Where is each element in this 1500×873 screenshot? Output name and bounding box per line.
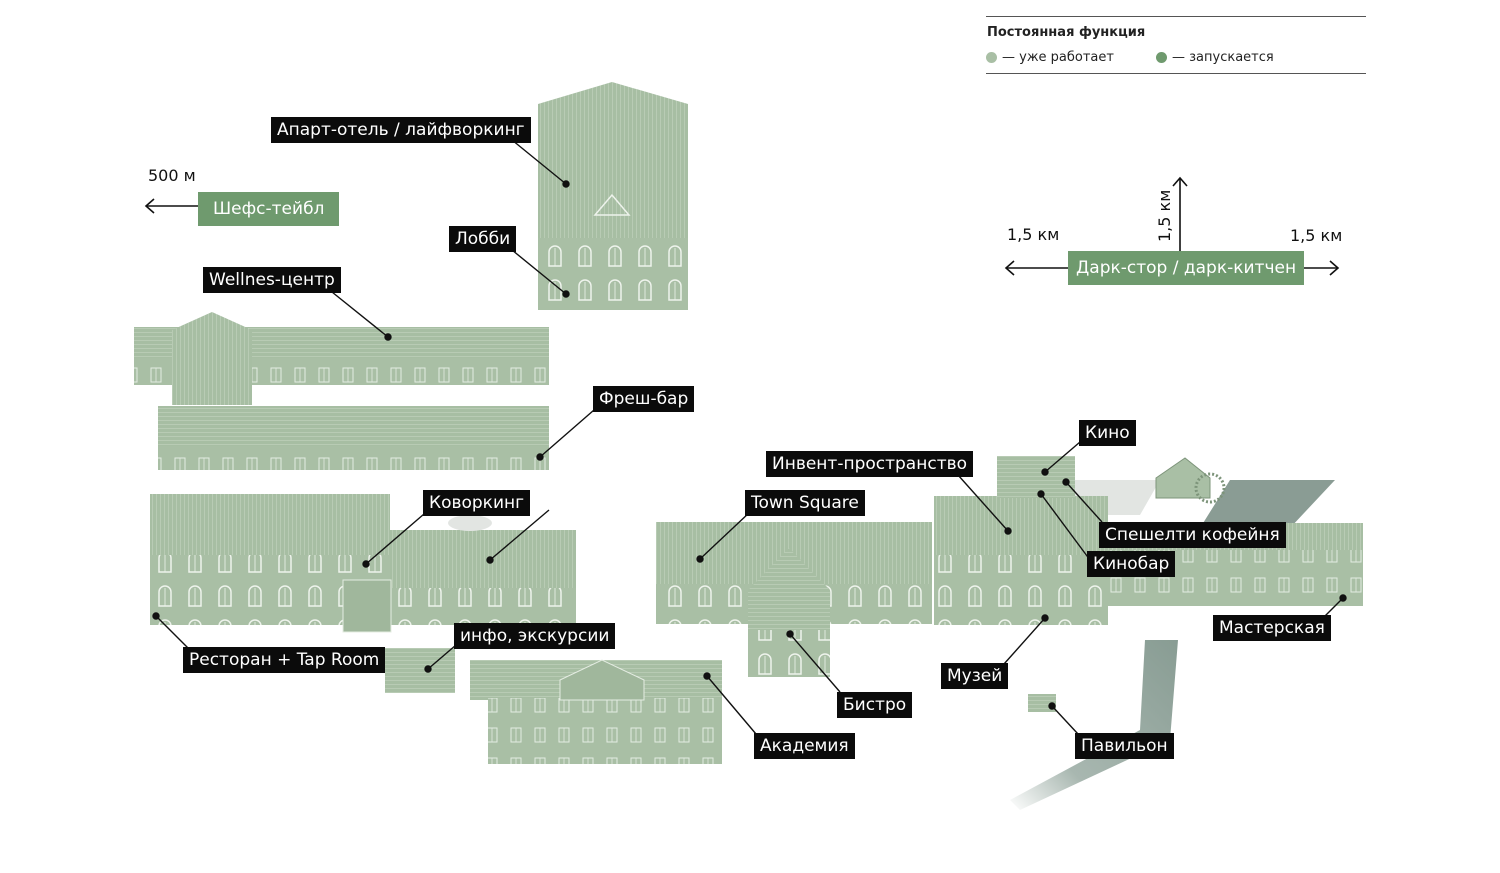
legend-label-launching: — запускается	[1172, 50, 1274, 65]
legend: Постоянная функция — уже работает — запу…	[986, 16, 1366, 74]
legend-dot-launching	[1156, 52, 1167, 63]
dark-store-distance-right: 1,5 км	[1290, 226, 1343, 245]
barn-building	[1155, 457, 1226, 504]
chefs-table-distance: 500 м	[148, 166, 196, 185]
bistro-building	[748, 548, 830, 677]
label-workshop: Мастерская	[1213, 615, 1331, 641]
dark-store-distance-up: 1,5 км	[1155, 189, 1174, 242]
label-museum: Музей	[941, 663, 1009, 689]
label-info: инфо, экскурсии	[454, 623, 616, 649]
label-town-square: Town Square	[745, 490, 865, 516]
fresh-bar-building	[158, 406, 549, 470]
road-south	[1010, 640, 1178, 810]
dark-store-arrows	[1004, 176, 1340, 276]
chefs-table-arrow	[144, 198, 198, 214]
apart-hotel-building	[538, 82, 688, 310]
label-apart-hotel: Апарт-отель / лайфворкинг	[271, 117, 531, 143]
label-fresh-bar: Фреш-бар	[593, 386, 695, 412]
label-event-space: Инвент-пространство	[766, 451, 974, 477]
chefs-table-label: Шефс-тейбл	[198, 192, 340, 226]
academy-building	[470, 659, 722, 764]
coworking-restaurant-building	[150, 494, 576, 633]
leader-lines	[152, 139, 1347, 735]
label-bistro: Бистро	[837, 692, 913, 718]
label-academy: Академия	[754, 733, 855, 759]
label-restaurant: Ресторан + Tap Room	[183, 647, 386, 673]
label-wellness: Wellnes-центр	[203, 267, 341, 293]
label-specialty-coffee: Спешелти кофейня	[1099, 522, 1286, 548]
legend-title: Постоянная функция	[987, 25, 1146, 40]
dark-store-distance-left: 1,5 км	[1007, 225, 1060, 244]
label-pavilion: Павильон	[1075, 733, 1174, 759]
event-space-building	[934, 456, 1108, 625]
label-lobby: Лобби	[449, 226, 517, 252]
legend-item-working: — уже работает	[986, 50, 1114, 65]
label-coworking: Коворкинг	[423, 490, 531, 516]
wellness-building	[134, 312, 549, 405]
label-cinema: Кино	[1079, 420, 1136, 446]
dark-store-label: Дарк-стор / дарк-китчен	[1068, 251, 1305, 285]
label-cinebar: Кинобар	[1087, 551, 1176, 577]
legend-label-working: — уже работает	[1002, 50, 1114, 65]
legend-dot-working	[986, 52, 997, 63]
legend-item-launching: — запускается	[1156, 50, 1274, 65]
